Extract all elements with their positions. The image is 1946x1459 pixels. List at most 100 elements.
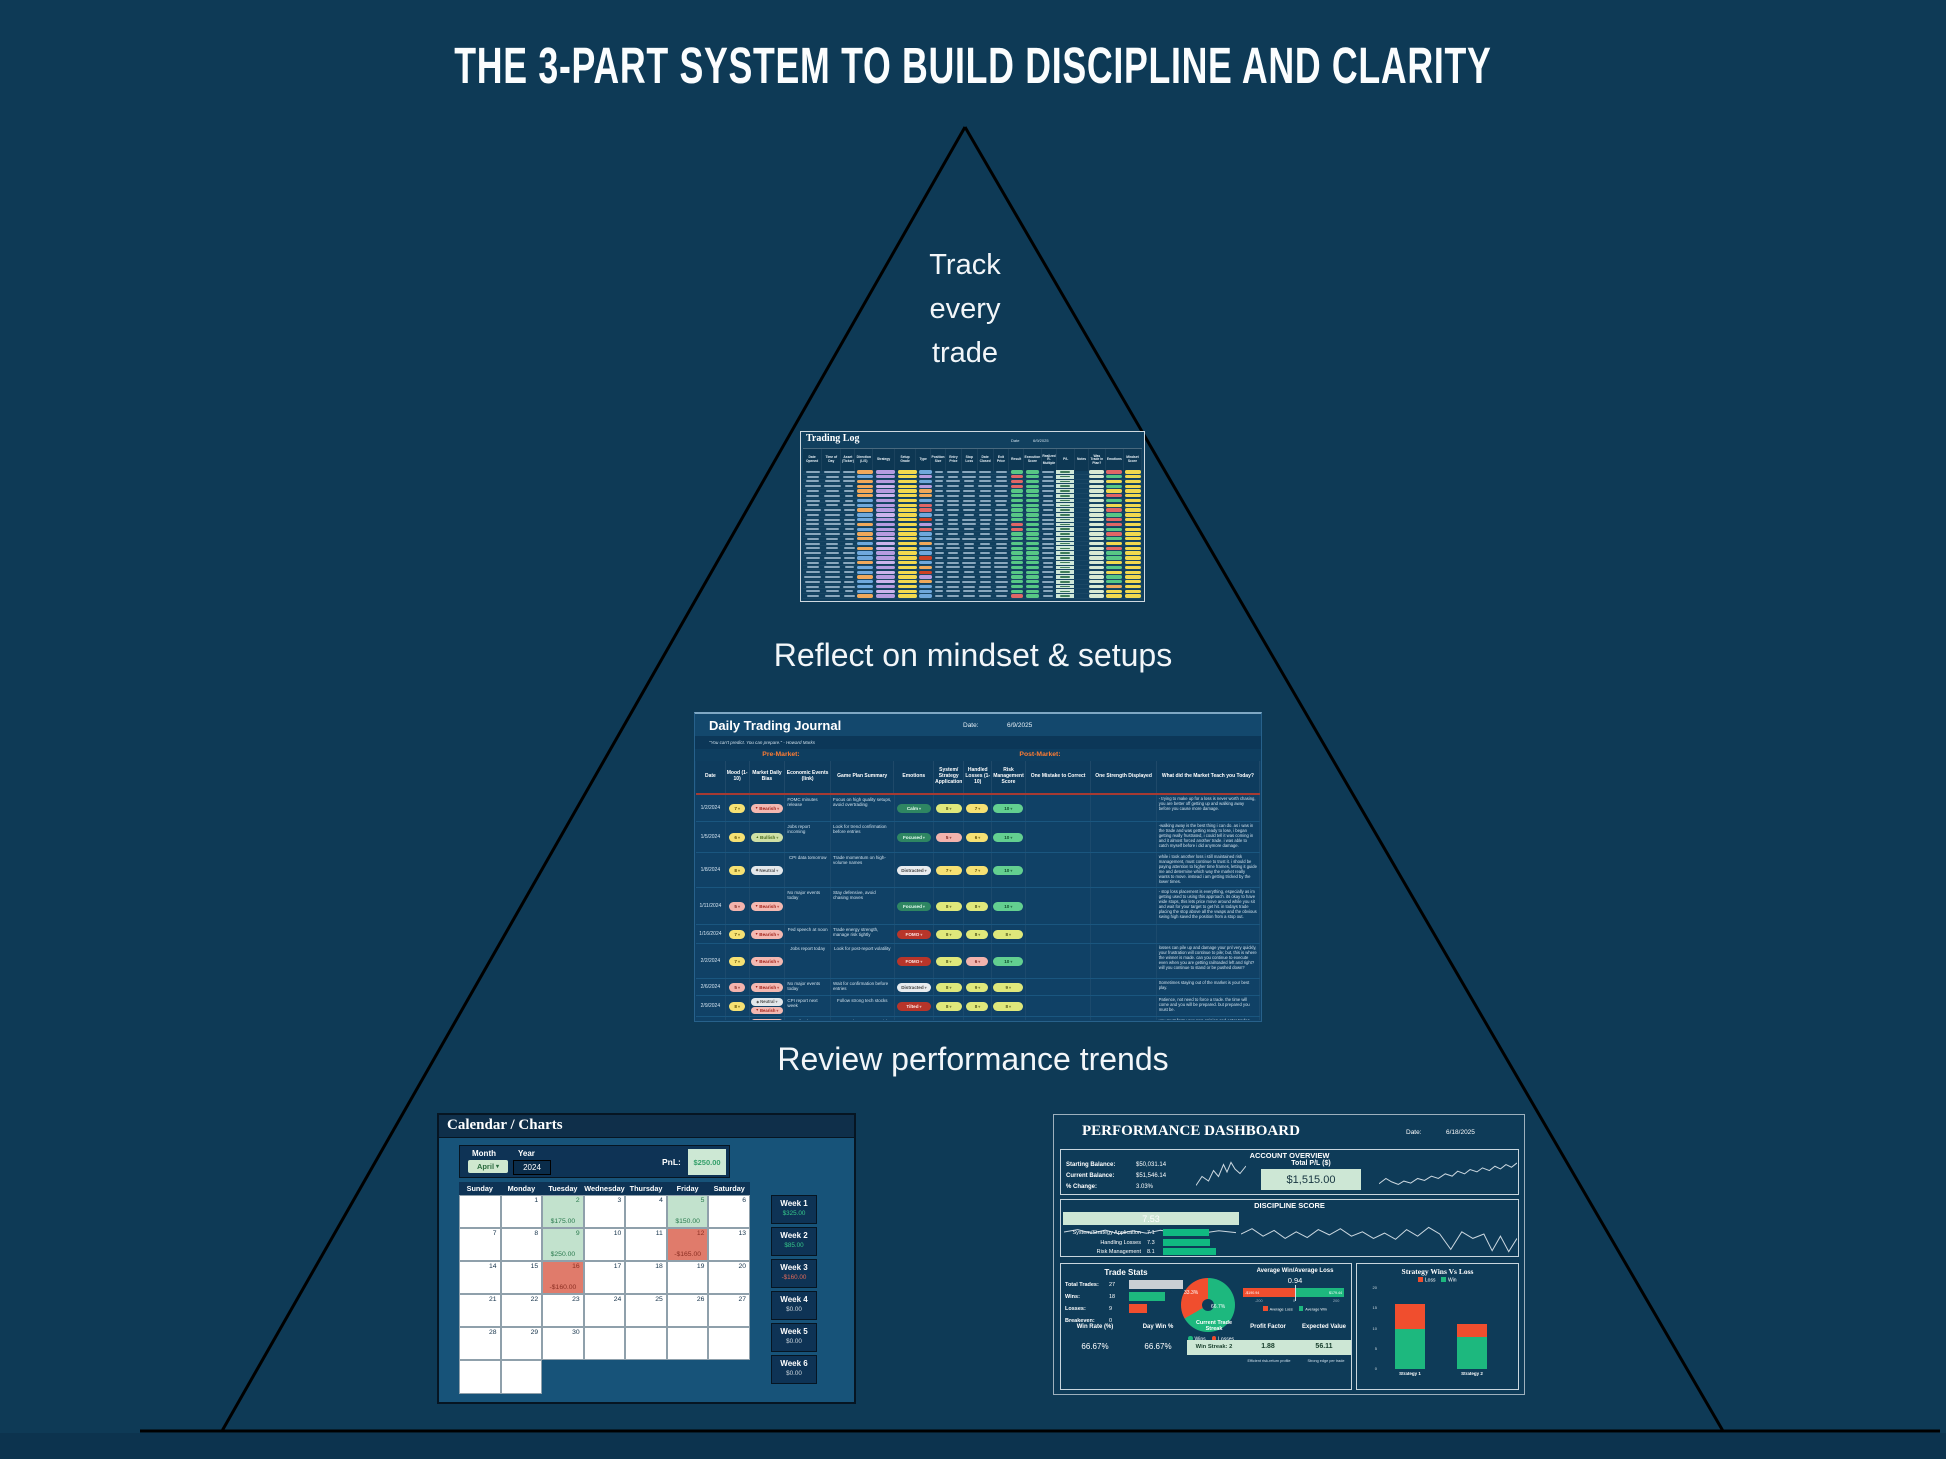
risk-score-dropdown[interactable]: 8▾ <box>993 1001 1024 1011</box>
mood-dropdown[interactable]: 7▾ <box>729 956 746 966</box>
log-text-bar <box>935 470 944 473</box>
log-cell <box>933 570 945 574</box>
emotion-dropdown[interactable]: FOMO▾ <box>896 956 931 966</box>
handled-score-dropdown[interactable]: 8▾ <box>966 901 989 911</box>
system-score-dropdown[interactable]: 8▾ <box>935 901 962 911</box>
log-cell <box>842 546 856 550</box>
risk-score-dropdown[interactable]: 10▾ <box>993 832 1024 842</box>
log-cell <box>1074 580 1088 584</box>
log-cell <box>823 589 843 593</box>
log-cell <box>945 480 961 484</box>
log-cell <box>1088 508 1105 512</box>
calendar-day-cell: 7 <box>459 1228 501 1261</box>
log-pill <box>919 537 933 541</box>
emotion-dropdown[interactable]: Distracted▾ <box>896 982 931 992</box>
log-cell <box>842 499 856 503</box>
log-text-bar <box>825 532 840 535</box>
log-cell <box>993 561 1009 565</box>
log-text-bar <box>806 528 820 531</box>
emotion-dropdown[interactable]: FOMO▾ <box>896 929 931 939</box>
log-cell <box>918 474 933 479</box>
log-cell <box>933 527 945 531</box>
bias-dropdown[interactable]: ▼Bearish▾ <box>750 1018 783 1020</box>
risk-score-dropdown[interactable]: 10▾ <box>993 956 1024 966</box>
log-cell <box>977 556 993 560</box>
handled-score-dropdown[interactable]: 6▾ <box>966 832 989 842</box>
chevron-down-icon: ▾ <box>919 1003 922 1009</box>
log-pill <box>898 522 917 527</box>
log-cell <box>874 508 896 512</box>
bias-dropdown[interactable]: ▼Bearish▾ <box>750 803 783 813</box>
system-score-dropdown[interactable]: 5▾ <box>935 832 962 842</box>
log-pill <box>919 527 933 531</box>
log-pill <box>1089 570 1104 574</box>
system-score-dropdown[interactable]: 8▾ <box>935 929 962 939</box>
journal-risk-cell: 8▾ <box>992 1017 1026 1020</box>
bias-dropdown[interactable]: ◆Neutral▾ <box>750 865 783 875</box>
bias-dropdown[interactable]: ▼Bearish▾ <box>750 982 783 992</box>
year-input[interactable]: 2024 <box>513 1160 551 1175</box>
journal-quote: "You can't predict. You can prepare." - … <box>709 740 816 745</box>
bias-dropdown[interactable]: ▼Bearish▾ <box>750 1006 783 1014</box>
emotion-dropdown[interactable]: Calm▾ <box>896 803 931 813</box>
risk-score-dropdown[interactable]: 10▾ <box>993 865 1024 875</box>
emotion-dropdown[interactable]: Focused▾ <box>896 832 931 842</box>
system-score-dropdown[interactable]: 8▾ <box>935 1001 962 1011</box>
log-cell <box>993 594 1009 598</box>
log-pill <box>1010 570 1024 574</box>
mood-dropdown[interactable]: 8▾ <box>729 1001 746 1011</box>
mood-dropdown[interactable]: 5▾ <box>729 901 746 911</box>
bias-dropdown[interactable]: ◆Neutral▾ <box>750 998 783 1006</box>
system-score-dropdown[interactable]: 7▾ <box>935 865 962 875</box>
log-cell <box>1124 470 1142 474</box>
log-pill <box>1106 570 1123 574</box>
mood-dropdown[interactable]: 7▾ <box>729 929 746 939</box>
handled-score-dropdown[interactable]: 8▾ <box>966 1001 989 1011</box>
log-cell <box>961 532 977 536</box>
emotion-dropdown[interactable]: Focused▾ <box>896 901 931 911</box>
log-pill <box>1106 513 1123 517</box>
risk-score-dropdown[interactable]: 8▾ <box>993 929 1024 939</box>
log-text-bar <box>995 489 1008 492</box>
log-text-bar <box>947 470 959 473</box>
mood-dropdown[interactable]: 8▾ <box>729 865 746 875</box>
log-cell <box>1024 580 1040 584</box>
log-text-bar <box>844 499 854 502</box>
handled-score-dropdown[interactable]: 7▾ <box>966 865 989 875</box>
handled-score-dropdown[interactable]: 7▾ <box>966 803 989 813</box>
log-cell <box>1041 551 1056 555</box>
journal-lesson-text: you must form your own opinion and enter… <box>1157 1017 1259 1020</box>
bias-dropdown[interactable]: ▼Bearish▾ <box>750 956 783 966</box>
log-cell <box>1074 475 1088 479</box>
bias-dropdown[interactable]: ▲Bullish▾ <box>750 832 783 842</box>
log-cell <box>918 575 933 579</box>
bias-dropdown[interactable]: ▼Bearish▾ <box>750 929 783 939</box>
mood-dropdown[interactable]: 7▾ <box>729 803 746 813</box>
log-column-header: Execution Score <box>1024 449 1042 471</box>
handled-score-dropdown[interactable]: 9▾ <box>966 982 989 992</box>
mood-dropdown[interactable]: 6▾ <box>729 832 746 842</box>
risk-score-dropdown[interactable]: 10▾ <box>993 901 1024 911</box>
journal-emotion-cell: Focused▾ <box>895 822 935 852</box>
tick-pos: 200 <box>1333 1299 1340 1303</box>
log-pl-cell <box>1055 584 1074 589</box>
journal-events-cell: Fed speech at noon <box>785 925 832 943</box>
log-cell <box>874 580 896 584</box>
bias-dropdown[interactable]: ▼Bearish▾ <box>750 901 783 911</box>
system-score-dropdown[interactable]: 8▾ <box>935 956 962 966</box>
emotion-dropdown[interactable]: Distracted▾ <box>896 865 931 875</box>
mood-dropdown[interactable]: 5▾ <box>729 982 746 992</box>
log-text-bar <box>994 580 1008 583</box>
log-cell <box>1105 503 1123 508</box>
system-score-dropdown[interactable]: 8▾ <box>935 803 962 813</box>
emotion-dropdown[interactable]: Tilted▾ <box>896 1001 931 1011</box>
journal-date-value[interactable]: 6/9/2025 <box>1007 722 1033 729</box>
handled-score-dropdown[interactable]: 6▾ <box>966 956 989 966</box>
system-score-dropdown[interactable]: 8▾ <box>935 982 962 992</box>
month-dropdown[interactable]: April▾ <box>468 1160 508 1173</box>
avg-legend: Average Loss Average Win <box>1237 1306 1353 1312</box>
risk-score-dropdown[interactable]: 10▾ <box>993 803 1024 813</box>
handled-score-dropdown[interactable]: 8▾ <box>966 929 989 939</box>
neutral-icon: ◆ <box>756 999 760 1004</box>
risk-score-dropdown[interactable]: 9▾ <box>993 982 1024 992</box>
